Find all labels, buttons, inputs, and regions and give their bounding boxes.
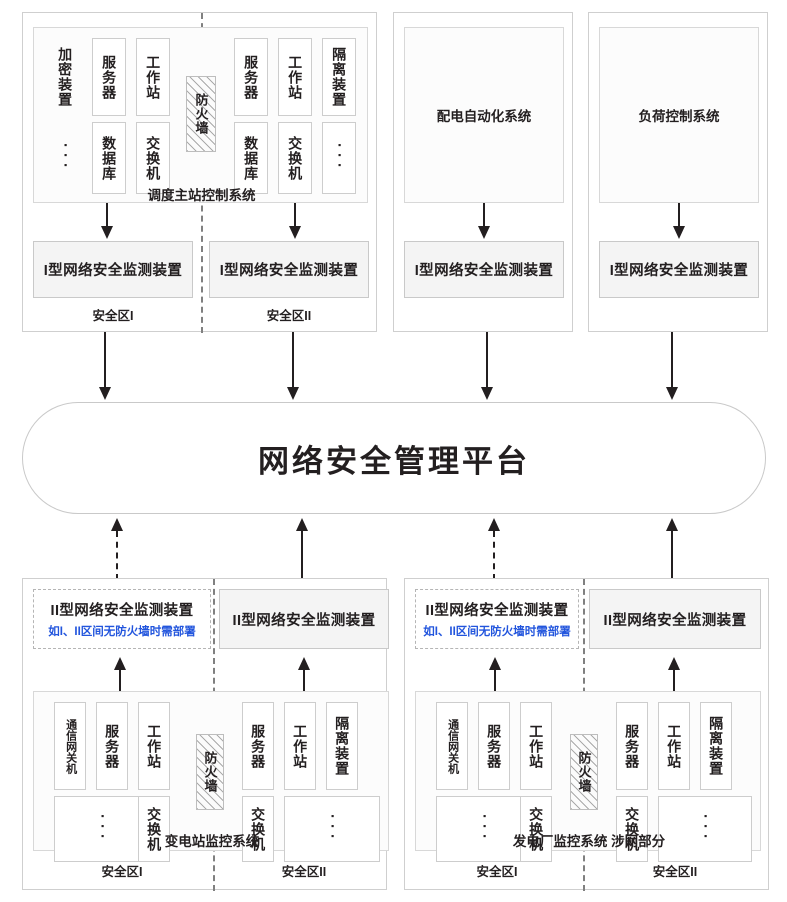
node-switch-zone1: 交换机 — [136, 122, 170, 194]
node-workstation-substation-zone1: 工作站 — [138, 702, 170, 790]
node-server-substation-zone1: 服务器 — [96, 702, 128, 790]
distribution-system-box: 配电自动化系统 — [404, 27, 564, 203]
node-dots-powerplant-zone1: ··· — [436, 796, 532, 862]
node-dots-substation-zone1: ··· — [54, 796, 150, 862]
caption-distribution-system: 配电自动化系统 — [436, 109, 532, 124]
node-isolation-zone2: 隔离装置 — [322, 38, 356, 116]
device-type1-load[interactable]: I型网络安全监测装置 — [599, 241, 759, 298]
zone-label-powerplant-2: 安全区II — [652, 865, 698, 879]
node-workstation-powerplant-zone1: 工作站 — [520, 702, 552, 790]
node-workstation-powerplant-zone2: 工作站 — [658, 702, 690, 790]
powerplant-system-box: 通信网关机 ··· 服务器 工作站 交换机 防火墙 服务器 交换机 — [415, 691, 761, 862]
node-dots-zone2: ··· — [322, 122, 356, 194]
node-isolation-substation-zone2: 隔离装置 — [326, 702, 358, 790]
zone-label-powerplant-1: 安全区I — [476, 865, 518, 879]
firewall-powerplant: 防火墙 — [570, 734, 598, 810]
panel-load-control: 负荷控制系统 I型网络安全监测装置 — [588, 12, 768, 332]
node-comm-gateway-substation: 通信网关机 — [54, 702, 86, 790]
arrow-powerplant-zone2-to-platform — [665, 518, 679, 580]
node-server-powerplant-zone2: 服务器 — [616, 702, 648, 790]
device-type1-dispatch-zone1[interactable]: I型网络安全监测装置 — [33, 241, 193, 298]
device-type2-substation-zone2[interactable]: II型网络安全监测装置 — [219, 589, 389, 649]
device-type1-distribution[interactable]: I型网络安全监测装置 — [404, 241, 564, 298]
arrow-load-to-device — [672, 203, 686, 239]
arrow-powerplant-zone2-up — [667, 657, 681, 691]
panel-substation: II型网络安全监测装置 如I、II区间无防火墙时需部署 II型网络安全监测装置 … — [22, 578, 389, 891]
dispatch-system-box: 加密装置 ··· 服务器 数据库 工作站 交换机 防火墙 — [33, 27, 368, 203]
node-workstation-zone1: 工作站 — [136, 38, 170, 116]
node-server-zone2: 服务器 — [234, 38, 268, 116]
arrow-load-to-platform — [665, 332, 679, 400]
caption-substation-system: 变电站监控系统 — [164, 834, 260, 849]
node-switch-zone2: 交换机 — [278, 122, 312, 194]
node-encryption-device: 加密装置 — [57, 47, 74, 107]
device-type2-substation-zone1[interactable]: II型网络安全监测装置 如I、II区间无防火墙时需部署 — [33, 589, 211, 649]
node-server-zone1: 服务器 — [92, 38, 126, 116]
node-dots-substation-zone2: ··· — [284, 796, 380, 862]
node-comm-gateway-powerplant: 通信网关机 — [436, 702, 468, 790]
device-type2-note-powerplant: 如I、II区间无防火墙时需部署 — [423, 626, 571, 638]
arrow-substation-zone1-up — [113, 657, 127, 691]
platform-title: 网络安全管理平台 — [258, 443, 530, 479]
node-switch-substation-zone2: 交换机 — [242, 796, 274, 862]
substation-system-box: 通信网关机 ··· 服务器 工作站 交换机 防火墙 服务器 交换机 — [33, 691, 389, 862]
device-type2-powerplant-zone2[interactable]: II型网络安全监测装置 — [589, 589, 761, 649]
arrow-substation-zone2-to-platform — [295, 518, 309, 580]
arrow-dispatch1-to-platform — [98, 332, 112, 400]
device-type2-powerplant-zone1[interactable]: II型网络安全监测装置 如I、II区间无防火墙时需部署 — [415, 589, 579, 649]
network-security-management-platform[interactable]: 网络安全管理平台 — [22, 402, 766, 514]
device-type1-dispatch-zone2[interactable]: I型网络安全监测装置 — [209, 241, 369, 298]
caption-dispatch-system: 调度主站控制系统 — [147, 188, 256, 203]
arrow-dispatch-zone1-to-device — [100, 203, 114, 239]
zone-label-substation-2: 安全区II — [281, 865, 327, 879]
arrow-substation-zone2-up — [297, 657, 311, 691]
node-database-zone2: 数据库 — [234, 122, 268, 194]
load-system-box: 负荷控制系统 — [599, 27, 759, 203]
arrow-substation-zone1-to-platform — [110, 518, 124, 580]
node-workstation-substation-zone2: 工作站 — [284, 702, 316, 790]
node-dots-powerplant-zone2: ··· — [658, 796, 752, 862]
zone-label-dispatch-1: 安全区I — [92, 309, 134, 323]
arrow-powerplant-zone1-to-platform — [487, 518, 501, 580]
node-switch-substation-zone1: 交换机 — [138, 796, 170, 862]
firewall-substation: 防火墙 — [196, 734, 224, 810]
firewall-dispatch: 防火墙 — [186, 76, 216, 152]
arrow-distribution-to-platform — [480, 332, 494, 400]
arrow-powerplant-zone1-up — [488, 657, 502, 691]
panel-distribution-automation: 配电自动化系统 I型网络安全监测装置 — [393, 12, 573, 332]
arrow-distribution-to-device — [477, 203, 491, 239]
node-server-powerplant-zone1: 服务器 — [478, 702, 510, 790]
node-server-substation-zone2: 服务器 — [242, 702, 274, 790]
node-database-zone1: 数据库 — [92, 122, 126, 194]
arrow-dispatch2-to-platform — [286, 332, 300, 400]
node-isolation-powerplant-zone2: 隔离装置 — [700, 702, 732, 790]
caption-load-system: 负荷控制系统 — [638, 109, 720, 124]
zone-label-substation-1: 安全区I — [101, 865, 143, 879]
caption-powerplant-system: 发电厂监控系统 涉网部分 — [512, 834, 666, 849]
node-switch-powerplant-zone2: 交换机 — [616, 796, 648, 862]
arrow-dispatch-zone2-to-device — [288, 203, 302, 239]
zone-label-dispatch-2: 安全区II — [266, 309, 312, 323]
node-dots-zone1: ··· — [56, 143, 74, 173]
node-switch-powerplant-zone1: 交换机 — [520, 796, 552, 862]
node-workstation-zone2: 工作站 — [278, 38, 312, 116]
panel-powerplant: II型网络安全监测装置 如I、II区间无防火墙时需部署 II型网络安全监测装置 … — [404, 578, 769, 891]
device-type2-note-substation: 如I、II区间无防火墙时需部署 — [48, 626, 196, 638]
panel-dispatch-master: 加密装置 ··· 服务器 数据库 工作站 交换机 防火墙 — [22, 12, 377, 333]
